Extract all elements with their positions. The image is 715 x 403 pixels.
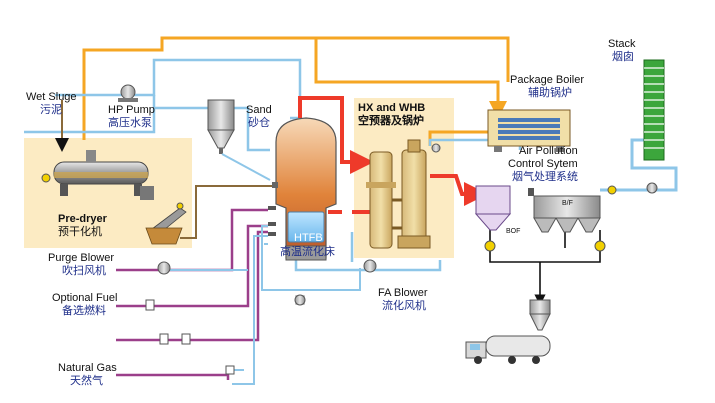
fuel-valves	[145, 294, 306, 375]
sand-label-cn: 砂仓	[248, 117, 270, 129]
sand-hopper	[207, 99, 271, 181]
package-boiler-label-cn: 辅助锅炉	[528, 87, 572, 99]
stack	[643, 59, 665, 161]
htfb-reactor	[268, 117, 337, 261]
fa-blower	[363, 259, 377, 273]
fa-blower-label-cn: 流化风机	[382, 300, 426, 312]
stack-label: Stack	[608, 38, 636, 50]
predryer-label: Pre-dryer	[58, 213, 107, 225]
apc-label-2: Control Sytem	[508, 158, 578, 170]
apc-label-cn: 烟气处理系统	[512, 171, 578, 183]
hx-whb-label-cn: 空预器及锅炉	[358, 115, 424, 127]
fa-blower-label: FA Blower	[378, 287, 428, 299]
package-boiler-label: Package Boiler	[510, 74, 584, 86]
apc-label-1: Air Pollution	[519, 145, 578, 157]
htfb-label-cn: 高温流化床	[280, 246, 335, 258]
natural-gas-label: Natural Gas	[58, 362, 117, 374]
htfb-label: HTFB	[294, 232, 323, 244]
pre-dryer	[41, 150, 187, 245]
sludge-lines	[55, 100, 272, 239]
bf-tag: B/F	[562, 200, 573, 207]
apc-equipment	[474, 182, 658, 252]
package-boiler	[487, 109, 571, 152]
stack-label-cn: 烟囱	[612, 51, 634, 63]
hp-pump-label: HP Pump	[108, 104, 155, 116]
natural-gas-label-cn: 天然气	[70, 375, 103, 387]
purge-blower-label: Purge Blower	[48, 252, 115, 264]
wet-sludge-label: Wet Sluge	[26, 91, 77, 103]
hx-whb-equipment	[366, 139, 441, 249]
tanker-truck	[465, 335, 551, 364]
predryer-label-cn: 预干化机	[58, 226, 102, 238]
air-lines	[170, 225, 361, 385]
hx-whb-label: HX and WHB	[358, 102, 426, 114]
optional-fuel-label: Optional Fuel	[52, 292, 118, 304]
hp-pump-label-cn: 高压水泵	[108, 117, 152, 129]
purge-blower	[157, 261, 171, 275]
wet-sludge-label-cn: 污泥	[40, 104, 62, 116]
purge-blower-label-cn: 吹扫风机	[62, 265, 106, 277]
hot-gas-lines	[298, 96, 488, 214]
flue-to-stack	[600, 138, 678, 192]
ash-silo	[529, 299, 551, 331]
ash-lines	[489, 228, 601, 306]
optional-fuel-label-cn: 备选燃料	[62, 305, 106, 317]
boc-tag: BOF	[506, 228, 521, 235]
hp-pump	[118, 84, 138, 102]
sand-label: Sand	[246, 104, 272, 116]
